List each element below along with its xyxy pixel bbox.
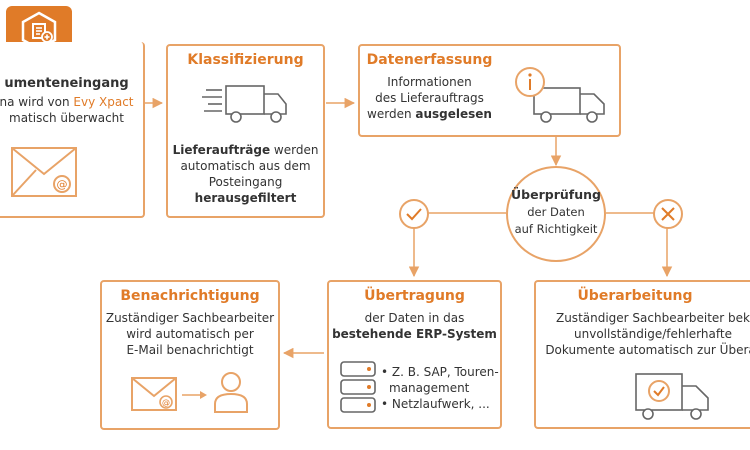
database-icon bbox=[340, 361, 376, 413]
svg-text:@: @ bbox=[57, 178, 68, 191]
truck-info-icon bbox=[515, 67, 605, 123]
email-at-icon: @ bbox=[11, 147, 77, 197]
bullet-sap: • Z. B. SAP, Touren- bbox=[381, 365, 499, 379]
brand-name: Evy Xpact bbox=[73, 95, 134, 109]
step-rework-text: Zuständiger Sachbearbeiter bek unvollstä… bbox=[545, 311, 750, 357]
truck-check-icon bbox=[635, 373, 709, 420]
step-capture-text: Informationen des Lieferauftrags werden … bbox=[367, 75, 492, 121]
step-transfer: Übertragung der Daten in das bestehende … bbox=[327, 280, 502, 429]
svg-text:@: @ bbox=[162, 398, 170, 407]
bullet-netzlaufwerk: • Netzlaufwerk, ... bbox=[381, 397, 490, 411]
step-classification: Klassifizierung Lieferaufträge werden au… bbox=[166, 44, 325, 218]
step-intake-title: umenteneingang bbox=[4, 76, 129, 91]
step-classification-title: Klassifizierung bbox=[187, 52, 304, 68]
decision-check: Überprüfung der Daten auf Richtigkeit bbox=[506, 166, 606, 262]
step-classification-text: Lieferaufträge werden automatisch aus de… bbox=[172, 143, 319, 205]
cross-circle-icon bbox=[653, 199, 683, 229]
step-transfer-text: der Daten in das bestehende ERP-System bbox=[332, 311, 497, 341]
step-transfer-bullets: • Z. B. SAP, Touren- management • Netzla… bbox=[381, 365, 499, 411]
arrow-right-icon bbox=[182, 391, 207, 399]
document-plus-icon bbox=[21, 11, 57, 51]
fast-truck-icon bbox=[202, 85, 287, 123]
email-at-icon: @ bbox=[131, 377, 177, 411]
step-capture-title: Datenerfassung bbox=[366, 52, 493, 68]
decision-text: Überprüfung der Daten auf Richtigkeit bbox=[511, 187, 601, 236]
person-icon bbox=[214, 372, 248, 413]
step-notify-title: Benachrichtigung bbox=[120, 288, 260, 304]
step-intake: umenteneingang na wird von Evy Xpact mat… bbox=[0, 42, 145, 218]
step-rework-title: Überarbeitung bbox=[577, 288, 693, 304]
check-circle-icon bbox=[399, 199, 429, 229]
step-notify-text: Zuständiger Sachbearbeiter wird automati… bbox=[105, 311, 275, 357]
step-intake-text: na wird von Evy Xpact matisch überwacht bbox=[0, 95, 134, 125]
step-notify: Benachrichtigung Zuständiger Sachbearbei… bbox=[100, 280, 280, 430]
step-rework: Überarbeitung Zuständiger Sachbearbeiter… bbox=[534, 280, 750, 429]
step-transfer-title: Übertragung bbox=[364, 288, 465, 304]
step-capture: Datenerfassung Informationen des Liefera… bbox=[358, 44, 621, 137]
